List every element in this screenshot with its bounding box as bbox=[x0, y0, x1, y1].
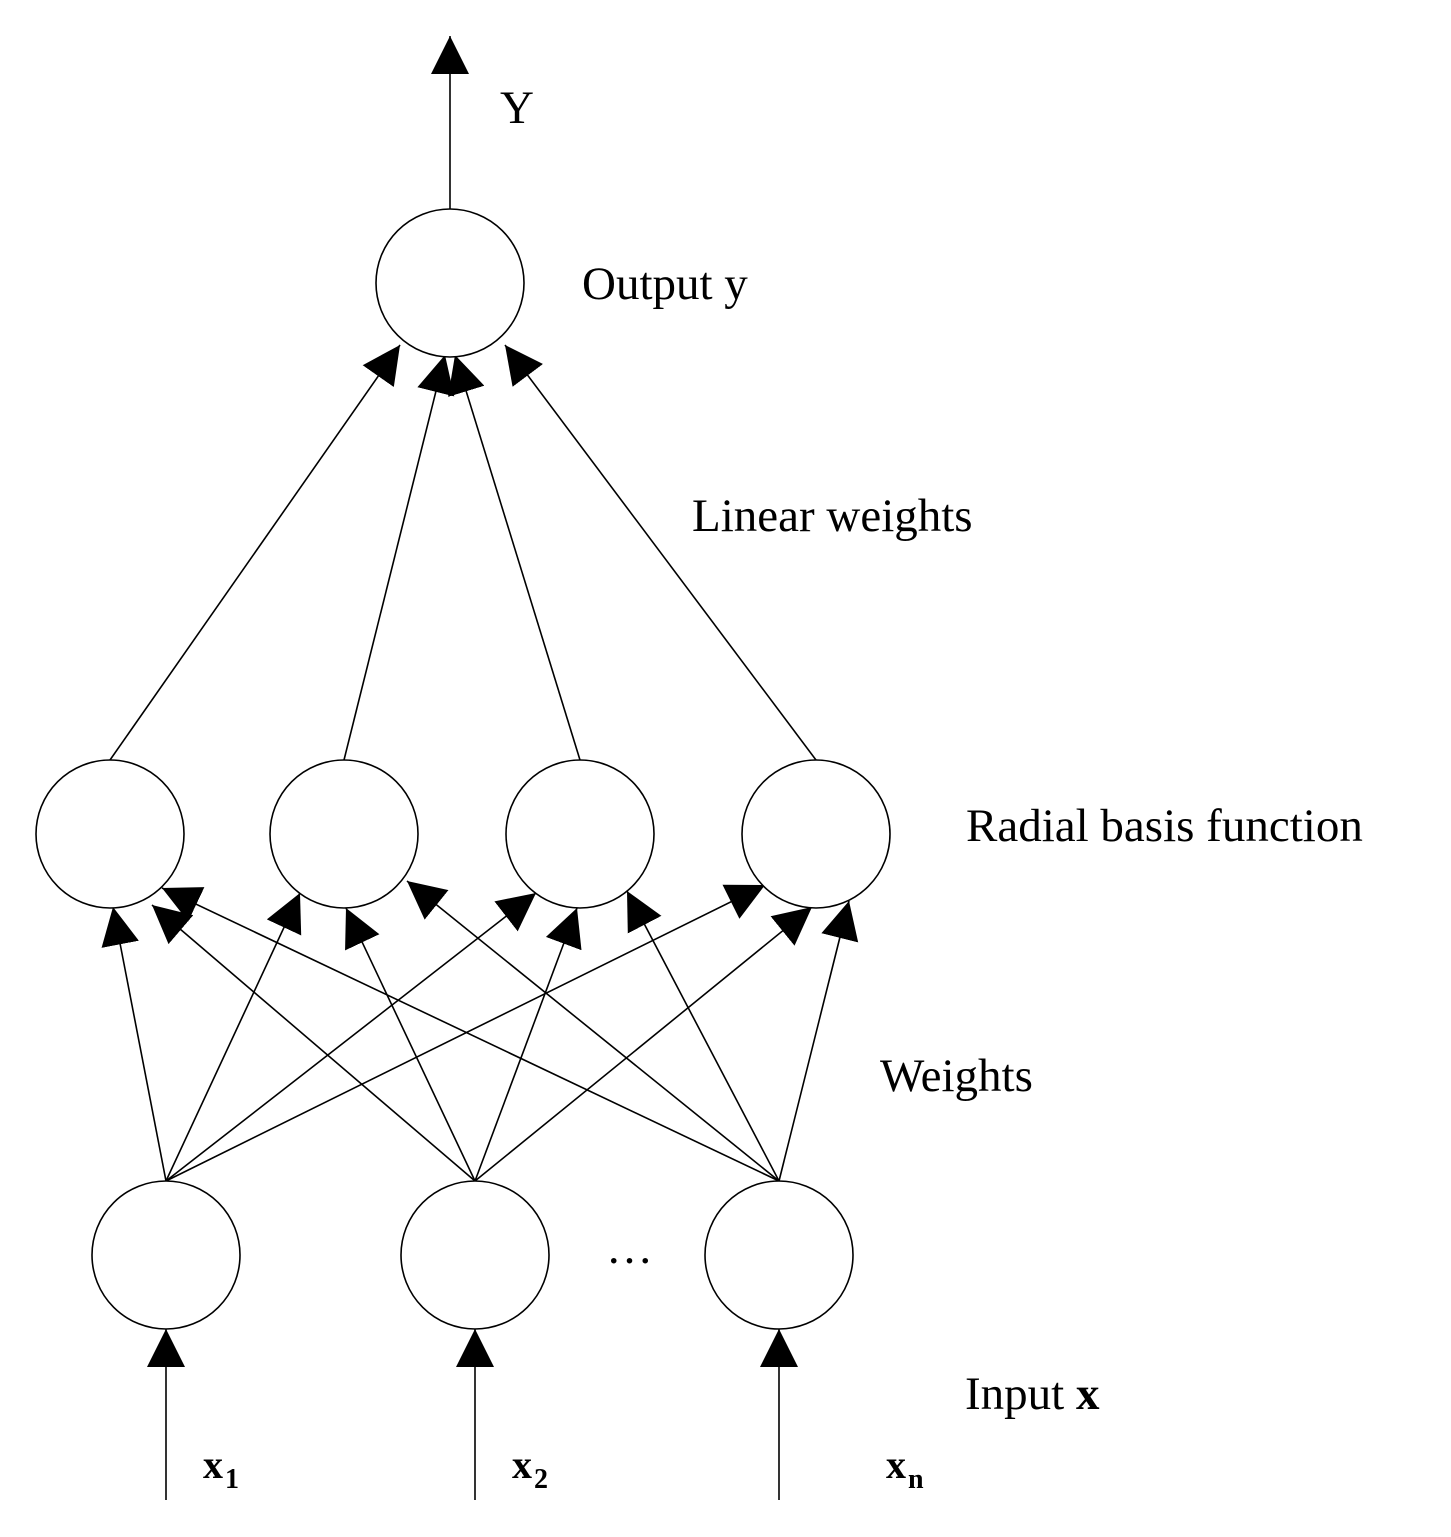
weight-edge-2-3 bbox=[474, 907, 582, 1182]
input-layer-symbol: x bbox=[1076, 1368, 1100, 1420]
output-node bbox=[375, 208, 525, 358]
weight-edge-3-2 bbox=[406, 880, 780, 1182]
weight-edge-1-3 bbox=[165, 892, 537, 1182]
weight-edge-3-1 bbox=[161, 887, 780, 1182]
linear-weight-edge-2 bbox=[343, 354, 455, 761]
rbf-node-3 bbox=[505, 759, 655, 909]
input-ellipsis: … bbox=[606, 1222, 653, 1274]
connection-edges bbox=[101, 36, 859, 1500]
input-label-x2-base: x bbox=[512, 1442, 532, 1487]
weight-edge-2-1 bbox=[151, 904, 476, 1182]
input-label-x2: x2 bbox=[512, 1442, 548, 1495]
input-label-x1: x1 bbox=[203, 1442, 239, 1495]
input-node-1 bbox=[91, 1180, 241, 1330]
weights-label: Weights bbox=[880, 1050, 1033, 1102]
input-layer-label: Input x bbox=[965, 1368, 1100, 1420]
weight-edge-3-3 bbox=[626, 890, 780, 1182]
input-layer-prefix: Input bbox=[965, 1368, 1076, 1420]
input-label-xn-base: x bbox=[886, 1442, 906, 1487]
linear-weight-edge-1 bbox=[109, 344, 401, 761]
input-label-x2-sub: 2 bbox=[534, 1464, 548, 1495]
input-label-xn-sub: n bbox=[908, 1464, 924, 1495]
weight-edge-1-1 bbox=[101, 906, 167, 1182]
linear-weights-label: Linear weights bbox=[692, 490, 973, 542]
rbf-layer-label: Radial basis function bbox=[966, 800, 1363, 852]
input-label-xn: xn bbox=[886, 1442, 924, 1495]
rbf-node-1 bbox=[35, 759, 185, 909]
linear-weight-edge-4 bbox=[504, 344, 817, 761]
linear-weight-edge-3 bbox=[448, 354, 581, 761]
input-node-2 bbox=[400, 1180, 550, 1330]
output-symbol-label: Y bbox=[500, 82, 534, 134]
rbf-node-4 bbox=[741, 759, 891, 909]
weight-edge-1-2 bbox=[165, 892, 302, 1182]
rbf-node-2 bbox=[269, 759, 419, 909]
output-layer-label: Output y bbox=[582, 258, 748, 310]
weight-edge-3-4 bbox=[778, 900, 859, 1182]
weight-edge-2-2 bbox=[345, 907, 476, 1182]
input-label-x1-sub: 1 bbox=[225, 1464, 239, 1495]
weight-edge-2-4 bbox=[474, 906, 813, 1182]
input-label-x1-base: x bbox=[203, 1442, 223, 1487]
input-node-n bbox=[704, 1180, 854, 1330]
